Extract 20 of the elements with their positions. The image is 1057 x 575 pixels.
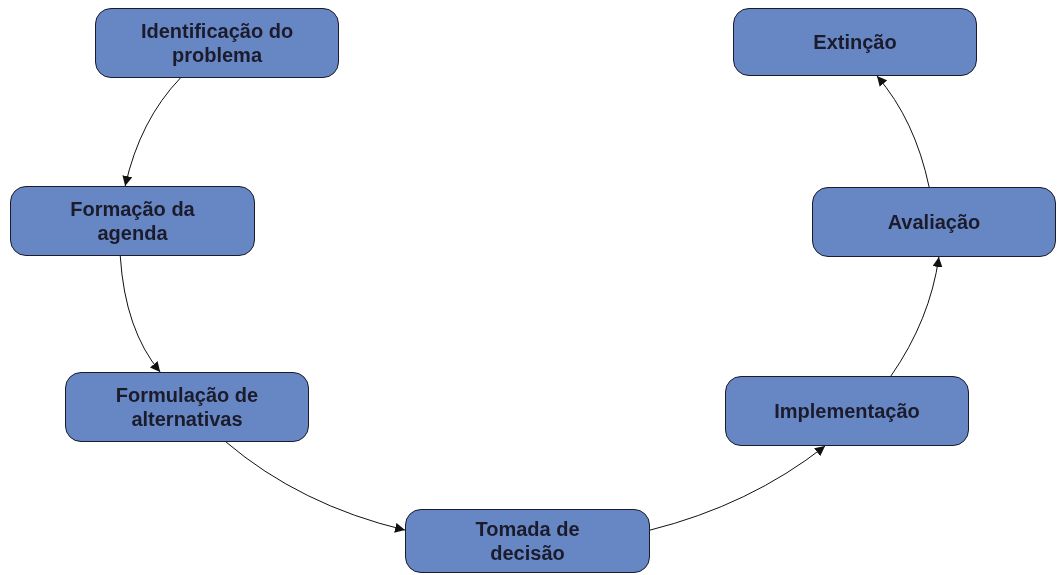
- process-box: [725, 376, 969, 446]
- arrow: [649, 445, 826, 531]
- step-label: Implementação: [773, 399, 921, 423]
- process-box: [10, 186, 255, 256]
- process-box: [95, 8, 339, 78]
- step-label: Formação da agenda: [69, 197, 196, 245]
- step-label: Formulação de alternativas: [114, 383, 260, 431]
- step-label: Extinção: [812, 30, 898, 54]
- arrow: [876, 75, 930, 188]
- step-label: Identificação do problema: [139, 19, 295, 67]
- step-label: Tomada de decisão: [474, 517, 581, 565]
- process-box: [733, 8, 977, 76]
- arrow: [890, 256, 943, 377]
- process-box: [812, 187, 1056, 257]
- step-label: Avaliação: [886, 210, 982, 234]
- arrow: [225, 441, 406, 533]
- process-box: [65, 372, 309, 442]
- process-box: [405, 509, 650, 573]
- arrow: [119, 255, 161, 373]
- arrow: [122, 77, 181, 187]
